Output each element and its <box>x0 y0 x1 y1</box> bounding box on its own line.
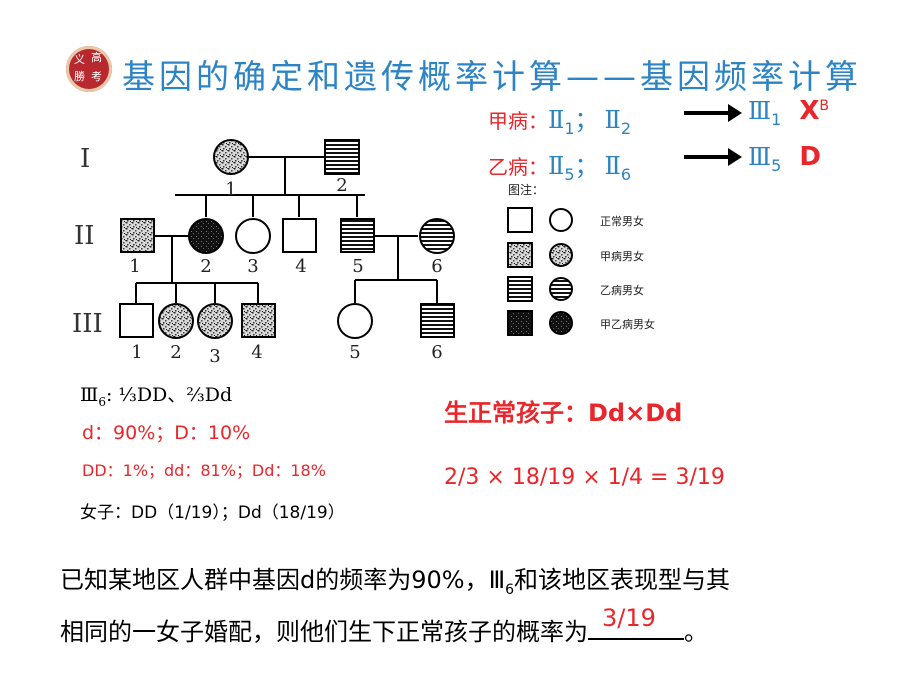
disease-a-parent1-sub: 1 <box>564 118 575 138</box>
disease-b-parent1-sub: 5 <box>564 164 575 184</box>
pedigree-i-1-affected-a-female <box>213 139 249 175</box>
individual-number: 1 <box>129 256 140 277</box>
generation-label-i: I <box>80 144 90 174</box>
arrow-b-shaft <box>684 155 730 159</box>
pedigree-iii-2-affected-a-female <box>158 303 194 339</box>
disease-a-parent2-sub: 2 <box>620 118 631 138</box>
question-end: 。 <box>684 617 708 646</box>
individual-number: 5 <box>349 342 360 363</box>
individual-number: 2 <box>336 175 347 196</box>
disease-b-genotype: D <box>799 142 821 172</box>
individual-number: 3 <box>209 346 220 367</box>
pedigree-iii-6-affected-b-male <box>420 303 455 338</box>
individual-number: 2 <box>170 342 181 363</box>
question-line-1b: 和该地区表现型与其 <box>514 566 731 594</box>
pedigree-iii-1-normal-male <box>119 303 154 338</box>
genotype-frequency-note: DD：1%；dd：81%；Dd：18% <box>82 461 326 480</box>
arrow-b-head-icon <box>728 148 742 166</box>
woman-genotype-note: 女子：DD（1/19）；Dd（18/19） <box>80 503 345 523</box>
legend-label-a: 甲病男女 <box>600 250 644 263</box>
individual-number: 1 <box>131 342 142 363</box>
question-text: 已知某地区人群中基因d的频率为90%，Ⅲ6和该地区表现型与其 相同的一女子婚配，… <box>60 562 730 650</box>
disease-b-child-sub: 5 <box>771 155 782 175</box>
arrow-a-head-icon <box>728 104 742 122</box>
individual-number: 6 <box>431 256 442 277</box>
disease-b-parent1: Ⅱ <box>548 152 565 180</box>
individual-number: 2 <box>200 256 211 277</box>
pedigree-ii-5-affected-b-male <box>340 218 375 253</box>
pedigree-i-2-affected-b-male <box>324 139 360 175</box>
legend-a-male-icon <box>507 242 533 268</box>
probability-calculation: 2/3 × 18/19 × 1/4 = 3/19 <box>444 465 725 490</box>
pedigree-iii-3-affected-a-female <box>197 303 233 339</box>
pedigree-iii-4-affected-a-male <box>241 303 276 338</box>
logo-char: 高 <box>91 51 102 64</box>
iii6-text: : ⅓DD、⅔Dd <box>105 384 233 406</box>
legend-label-b: 乙病男女 <box>600 284 644 297</box>
disease-a-child-sub: 1 <box>771 109 782 129</box>
legend-b-male-icon <box>507 276 533 302</box>
slide-title: 基因的确定和遗传概率计算——基因频率计算 <box>122 57 862 96</box>
disease-a-genotype: X <box>799 96 820 126</box>
logo-char: 考 <box>91 70 102 83</box>
pedigree-ii-6-affected-b-female <box>419 218 455 254</box>
pedigree-ii-4-normal-male <box>282 218 317 253</box>
question-sub: 6 <box>505 581 515 598</box>
legend-normal-female-icon <box>549 208 573 232</box>
logo-char: 勝 <box>74 70 85 83</box>
question-line-2a: 相同的一女子婚配，则他们生下正常孩子的概率为 <box>60 617 588 646</box>
individual-number: 6 <box>431 342 442 363</box>
allele-frequency-note: d：90%；D：10% <box>82 422 251 444</box>
generation-label-ii: II <box>74 221 95 251</box>
disease-b-line: 乙病：Ⅱ5；Ⅱ6 <box>488 146 631 184</box>
disease-b-sep: ； <box>574 152 599 180</box>
answer-value: 3/19 <box>602 603 656 632</box>
logo-char: 义 <box>74 53 85 66</box>
question-line-1a: 已知某地区人群中基因d的频率为90%，Ⅲ <box>60 566 506 594</box>
school-logo-icon: 义 高 勝 考 <box>66 46 112 92</box>
iii6-sub: 6 <box>98 394 106 409</box>
pedigree-ii-2-affected-ab-female <box>188 218 224 254</box>
disease-a-line: 甲病：Ⅱ1；Ⅱ2 <box>488 100 631 138</box>
legend-label-normal: 正常男女 <box>600 215 644 228</box>
disease-b-parent2: Ⅱ <box>604 152 621 180</box>
question-line-2: 相同的一女子婚配，则他们生下正常孩子的概率为 3/19 。 <box>60 604 730 650</box>
question-line-1: 已知某地区人群中基因d的频率为90%，Ⅲ6和该地区表现型与其 <box>60 562 730 608</box>
individual-number: 4 <box>295 256 306 277</box>
legend-label-ab: 甲乙病男女 <box>600 318 655 331</box>
legend-ab-female-icon <box>549 311 573 335</box>
arrow-a-shaft <box>684 111 730 115</box>
legend-title: 图注： <box>508 183 545 197</box>
disease-a-sep: ； <box>574 106 599 134</box>
normal-child-cross-note: 生正常孩子：Dd×Dd <box>444 399 683 427</box>
disease-a-genotype-sup: B <box>819 98 829 114</box>
iii6-genotype-note: Ⅲ6: ⅓DD、⅔Dd <box>80 380 232 409</box>
disease-b-label: 乙病： <box>488 155 548 179</box>
legend-ab-male-icon <box>507 310 533 336</box>
disease-a-parent2: Ⅱ <box>604 106 621 134</box>
disease-a-child: Ⅲ <box>748 97 772 125</box>
legend-normal-male-icon <box>507 207 533 233</box>
iii6-label: Ⅲ <box>80 384 99 406</box>
disease-b-child: Ⅲ <box>748 143 772 171</box>
pedigree-iii-5-normal-female <box>337 303 373 339</box>
legend-b-female-icon <box>549 277 573 301</box>
generation-label-iii: III <box>72 309 103 339</box>
individual-number: 5 <box>352 256 363 277</box>
pedigree-ii-3-normal-female <box>235 218 271 254</box>
pedigree-ii-1-affected-a-male <box>120 218 155 253</box>
individual-number: 3 <box>247 256 258 277</box>
disease-a-parent1: Ⅱ <box>548 106 565 134</box>
disease-b-parent2-sub: 6 <box>620 164 631 184</box>
legend-a-female-icon <box>549 243 573 267</box>
disease-a-label: 甲病： <box>488 109 548 133</box>
individual-number: 4 <box>251 342 262 363</box>
answer-blank: 3/19 <box>588 604 684 640</box>
individual-number: 1 <box>225 179 236 200</box>
